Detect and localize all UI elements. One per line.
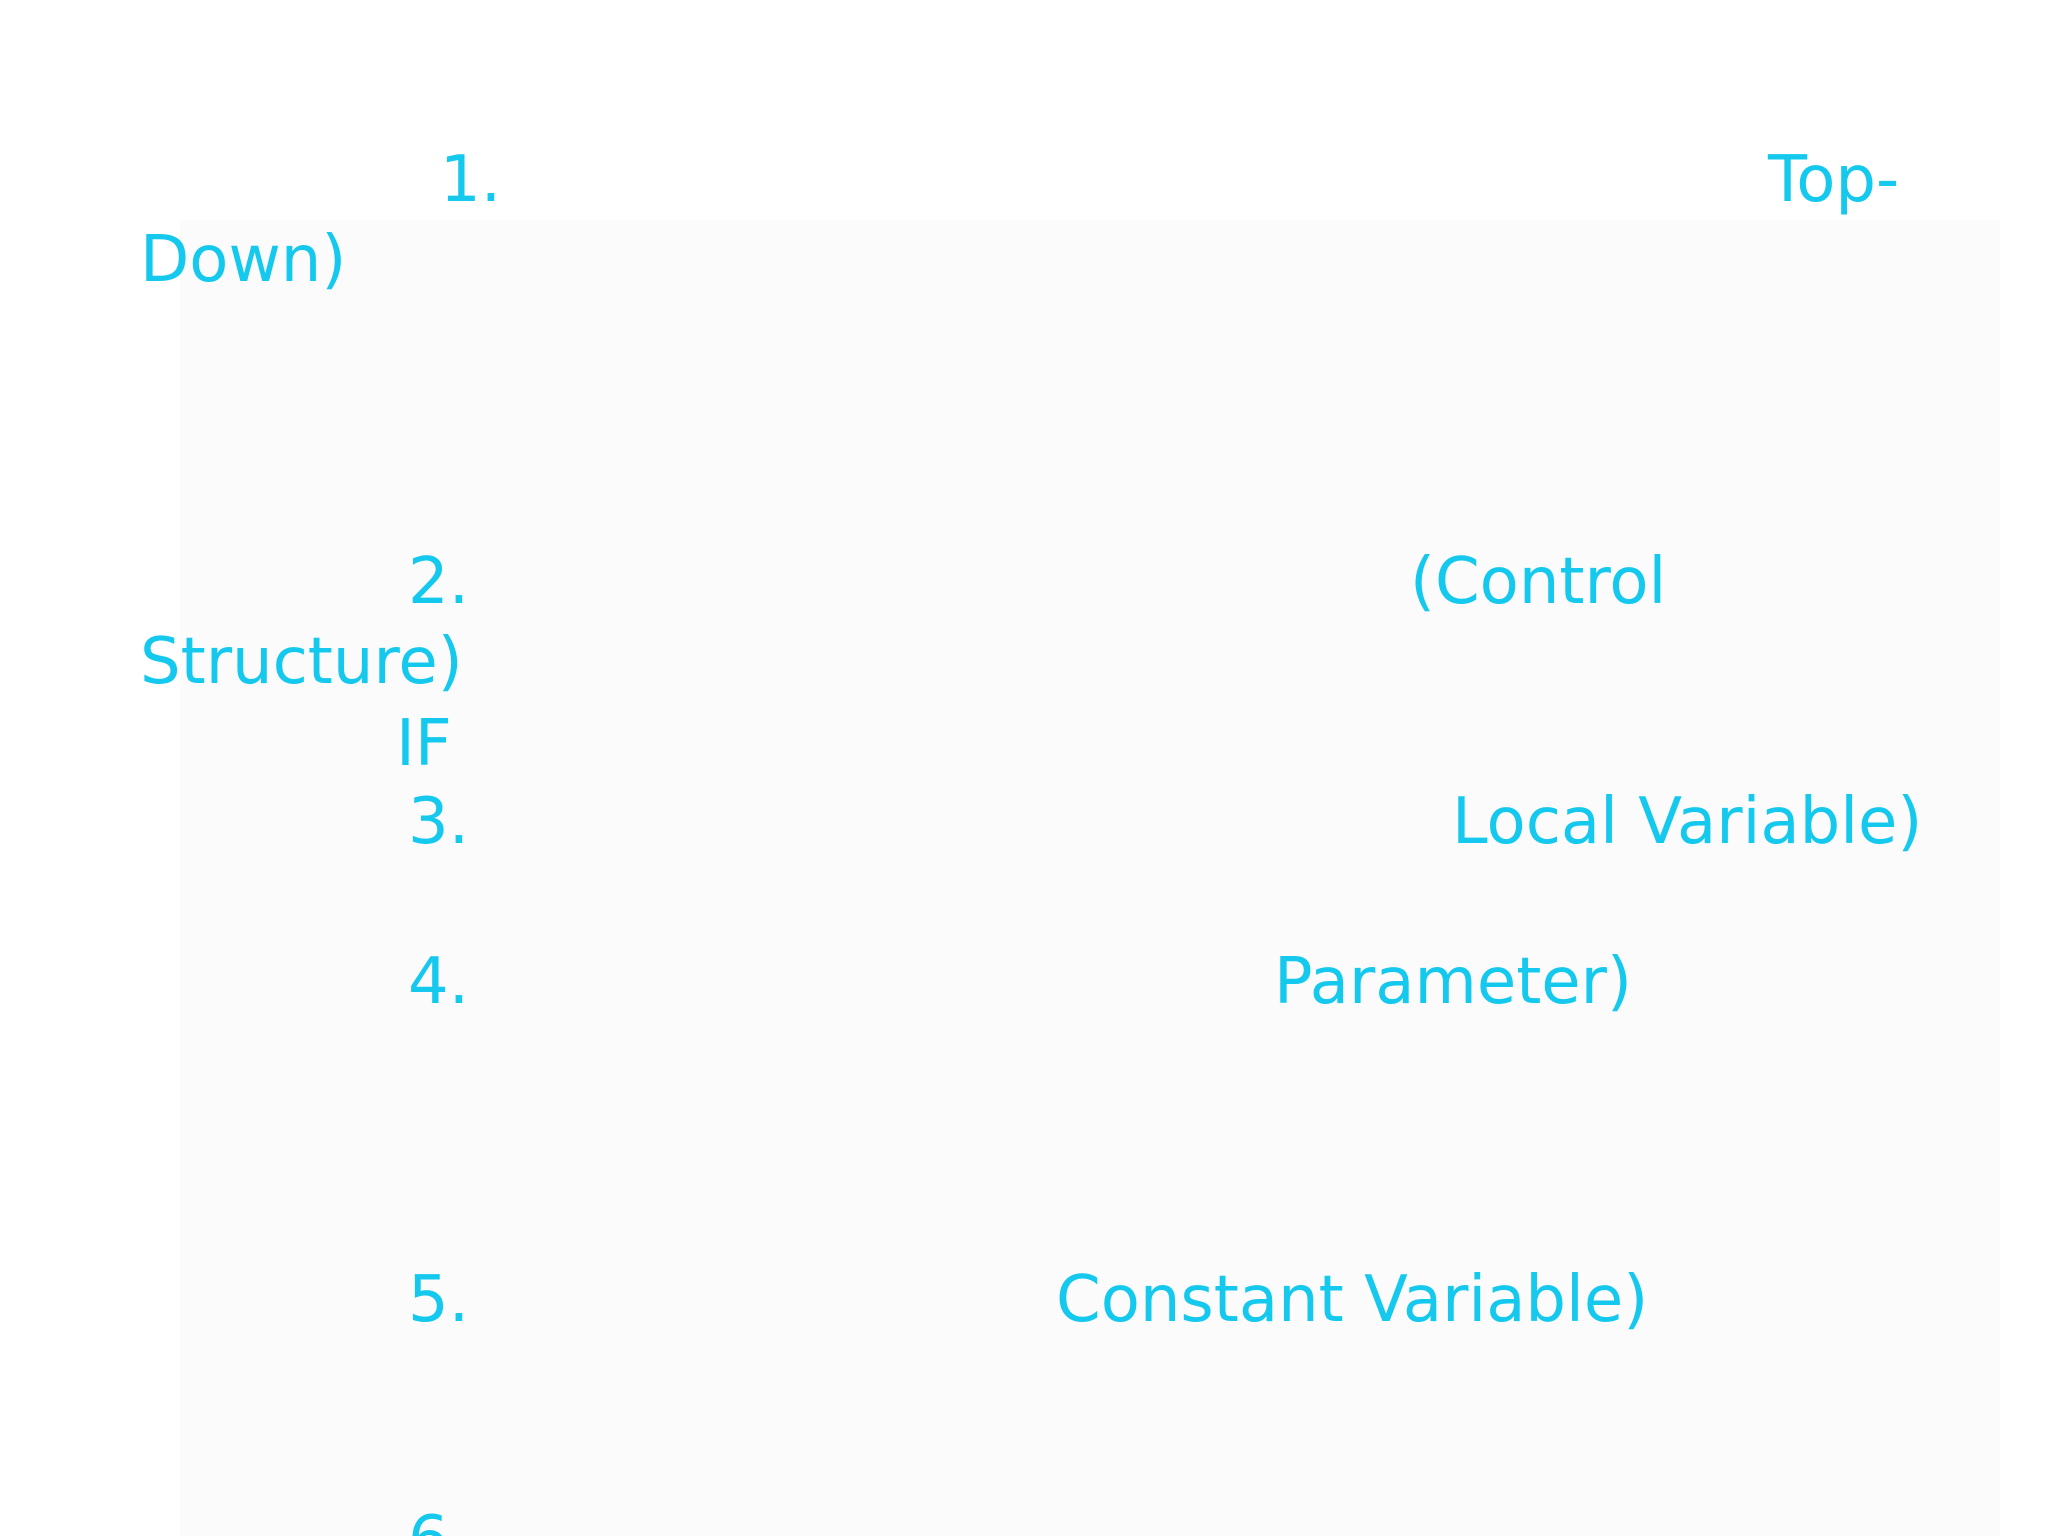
item-2-continuation: Structure) [140,625,463,699]
item-1-continuation: Down) [140,223,347,297]
item-6-number: 6. [408,1508,469,1536]
item-5-number: 5. [408,1263,470,1337]
item-3-text: Local Variable) [1452,785,1923,859]
item-2-text: (Control [1410,545,1667,619]
item-2-number: 2. [408,545,470,619]
item-4-number: 4. [408,945,470,1019]
item-4-text: Parameter) [1274,945,1632,1019]
item-5-text: Constant Variable) [1056,1263,1649,1337]
item-1-text: Top- [1768,143,1900,217]
background-panel [180,220,2000,1536]
item-3-number: 3. [408,785,470,859]
item-1-number: 1. [440,143,502,217]
item-2-extra: IF [396,707,452,781]
